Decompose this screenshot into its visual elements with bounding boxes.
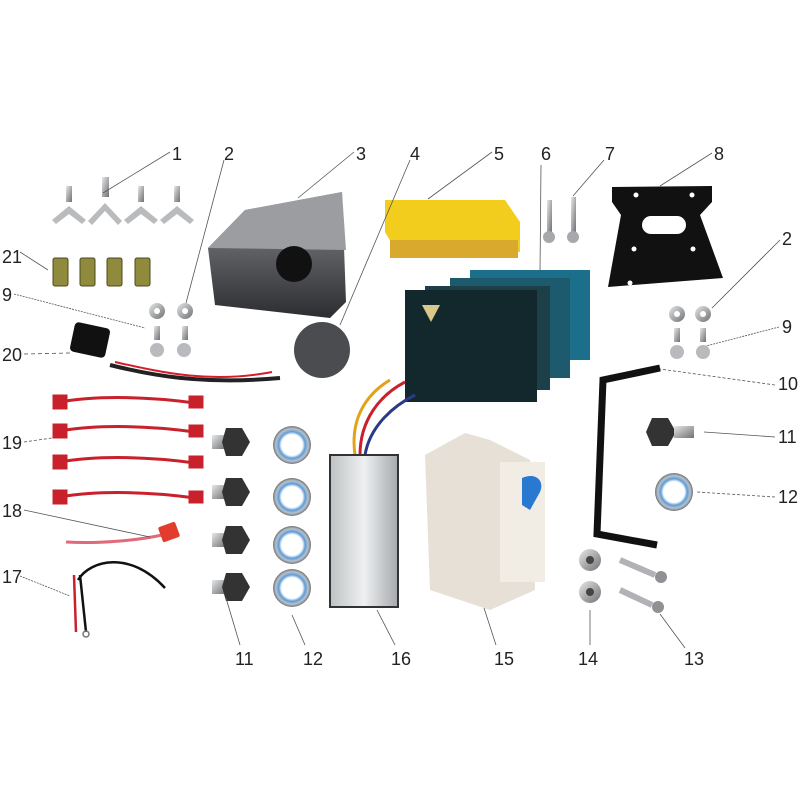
yellow-block-icon — [385, 200, 520, 258]
battery-cable-icon — [72, 561, 166, 638]
callout-15: 15 — [494, 649, 515, 669]
callout-18: 18 — [2, 501, 23, 521]
callout-19: 19 — [2, 433, 23, 453]
clip-nuts-icon — [52, 257, 151, 287]
serrated-nuts-icon — [579, 549, 601, 603]
wing-bolts-icon — [52, 177, 194, 225]
red-jumper-wires-icon — [52, 394, 204, 505]
carriage-bolts-icon — [618, 557, 667, 613]
mounting-bracket-icon — [608, 186, 723, 287]
callout-13: 13 — [684, 649, 705, 669]
callout-11-right: 11 — [778, 427, 797, 447]
callout-3: 3 — [356, 144, 367, 164]
switch-harness-icon — [70, 322, 281, 383]
callout-9-left: 9 — [2, 285, 13, 305]
callout-11-left: 11 — [235, 649, 254, 669]
batteries-icon — [405, 270, 590, 402]
round-cap-icon — [294, 322, 350, 378]
callout-14: 14 — [578, 649, 599, 669]
circuit-breaker-icon — [425, 433, 545, 610]
flange-nuts-left-icon — [149, 303, 193, 357]
callout-1: 1 — [172, 144, 183, 164]
callout-9-right: 9 — [782, 317, 793, 337]
hex-bolts-left-icon — [212, 428, 250, 601]
battery-cover-box-icon — [208, 192, 346, 318]
callout-12-left: 12 — [303, 649, 324, 669]
callout-8: 8 — [714, 144, 725, 164]
callout-4: 4 — [410, 144, 421, 164]
callout-5: 5 — [494, 144, 505, 164]
callout-10: 10 — [778, 374, 799, 394]
callout-6: 6 — [541, 144, 552, 164]
lock-nuts-left-icon — [273, 426, 311, 607]
red-fuse-lead-icon — [65, 521, 180, 545]
callout-2: 2 — [224, 144, 235, 164]
motor-controller-icon — [329, 378, 416, 608]
callout-16: 16 — [391, 649, 412, 669]
callout-21: 21 — [2, 247, 23, 267]
long-screws-icon — [543, 197, 579, 243]
hex-bolt-right-icon — [646, 418, 694, 446]
callout-12-right: 12 — [778, 487, 799, 507]
callout-17: 17 — [2, 567, 23, 587]
callout-7: 7 — [605, 144, 616, 164]
callout-20: 20 — [2, 345, 23, 365]
callout-2-right: 2 — [782, 229, 793, 249]
u-strap-icon — [593, 364, 661, 549]
flange-nuts-right-icon — [669, 306, 711, 359]
lock-nut-right-icon — [655, 473, 693, 511]
